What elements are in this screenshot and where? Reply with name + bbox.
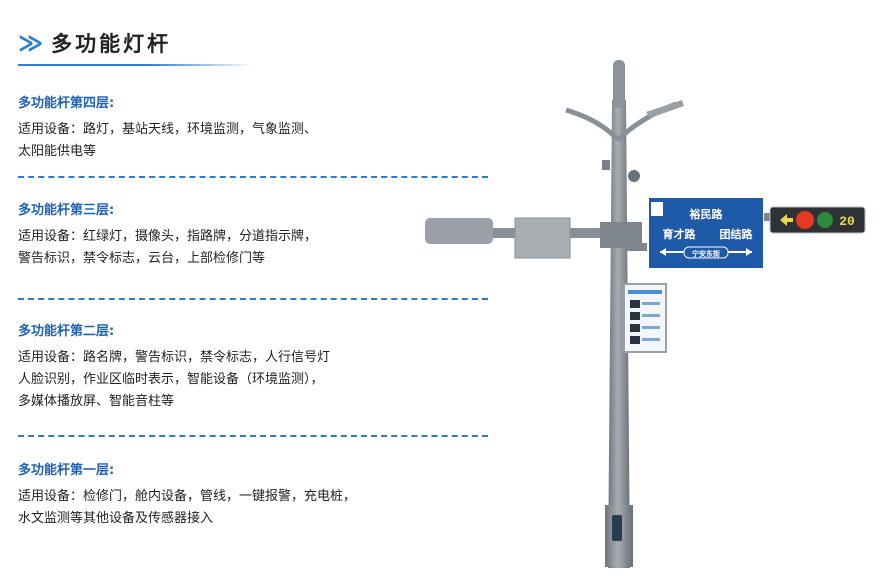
screen-header-bar bbox=[628, 290, 662, 294]
sign-road-bottom-pill bbox=[683, 246, 729, 259]
layer-3-title: 多功能杆第三层: bbox=[18, 203, 115, 218]
layer-2-line-3: 多媒体播放屏、智能音柱等 bbox=[18, 394, 175, 409]
layer-4-line-2: 太阳能供电等 bbox=[18, 144, 97, 159]
page-header: ≫ 多功能灯杆 bbox=[18, 28, 171, 58]
layer-3-section: 多功能杆第三层: 适用设备：红绿灯，摄像头，指路牌，分道指示牌， 警告标识，禁令… bbox=[18, 199, 317, 270]
section-divider bbox=[18, 435, 488, 437]
screen-text-bar bbox=[642, 314, 660, 317]
sign-road-bottom: 宁安东街 bbox=[692, 249, 720, 258]
section-divider bbox=[18, 176, 488, 178]
sign-bracket bbox=[626, 243, 650, 251]
layer-1-line-2: 水文监测等其他设备及传感器接入 bbox=[18, 511, 214, 526]
camera-icon bbox=[628, 170, 640, 182]
layer-4-line-1: 适用设备：路灯，基站天线，环境监测，气象监测、 bbox=[18, 122, 318, 137]
layer-1-section: 多功能杆第一层: 适用设备：检修门，舱内设备，管线，一键报警，充电桩， 水文监测… bbox=[18, 459, 356, 530]
right-arrow-icon bbox=[746, 248, 752, 256]
layer-2-line-2: 人脸识别，作业区临时表示，智能设备（环境监测）， bbox=[18, 372, 324, 387]
screen-text-bar bbox=[642, 338, 660, 341]
screen-thumb bbox=[630, 312, 640, 320]
page-title: 多功能灯杆 bbox=[51, 32, 172, 56]
layer-2-line-1: 适用设备：路名牌，警告标识，禁令标志，人行信号灯 bbox=[18, 350, 331, 365]
cross-arm-cap bbox=[425, 218, 493, 244]
antenna-icon bbox=[613, 60, 625, 108]
layer-3-line-1: 适用设备：红绿灯，摄像头，指路牌，分道指示牌， bbox=[18, 229, 318, 244]
red-light-icon bbox=[796, 211, 814, 229]
bicycle-light-icon bbox=[817, 212, 833, 228]
screen-thumb bbox=[630, 336, 640, 344]
street-lamp-icon bbox=[646, 100, 684, 118]
sign-road-right: 团结路 bbox=[720, 227, 754, 241]
left-lamp-arm bbox=[565, 107, 620, 142]
layer-4-title: 多功能杆第四层: bbox=[18, 96, 115, 111]
layer-2-section: 多功能杆第二层: 适用设备：路名牌，警告标识，禁令标志，人行信号灯 人脸识别，作… bbox=[18, 320, 330, 413]
screen-thumb bbox=[630, 324, 640, 332]
left-arrow-icon bbox=[660, 248, 666, 256]
sign-road-left: 育才路 bbox=[663, 227, 697, 241]
pole-shaft bbox=[608, 100, 630, 568]
section-divider bbox=[18, 298, 488, 300]
sign-back-panel bbox=[514, 217, 571, 259]
layer-3-line-2: 警告标识，禁令标志，云台，上部检修门等 bbox=[18, 251, 266, 266]
screen-text-bar bbox=[642, 326, 660, 329]
layer-4-section: 多功能杆第四层: 适用设备：路灯，基站天线，环境监测，气象监测、 太阳能供电等 bbox=[18, 92, 317, 163]
traffic-light-bracket bbox=[764, 213, 772, 221]
left-turn-arrow-icon bbox=[780, 214, 793, 226]
sign-road-top: 裕民路 bbox=[689, 207, 724, 221]
layer-1-line-1: 适用设备：检修门，舱内设备，管线，一键报警，充电桩， bbox=[18, 489, 357, 504]
screen-thumb bbox=[630, 300, 640, 308]
layer-1-title: 多功能杆第一层: bbox=[18, 463, 115, 478]
countdown-display: 20 bbox=[839, 214, 855, 229]
screen-text-bar bbox=[642, 302, 660, 305]
layer-2-title: 多功能杆第二层: bbox=[18, 324, 115, 339]
sign-logo-icon bbox=[651, 202, 663, 216]
sensor-icon bbox=[602, 160, 610, 170]
charging-port-panel bbox=[612, 515, 622, 541]
header-underline bbox=[18, 64, 254, 66]
